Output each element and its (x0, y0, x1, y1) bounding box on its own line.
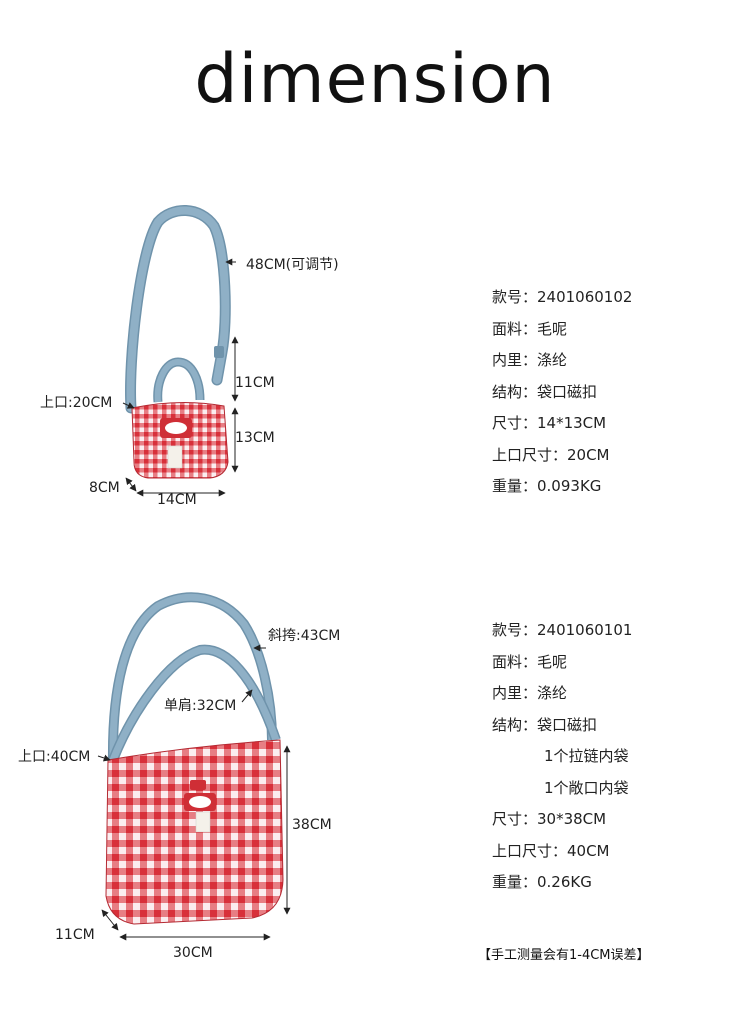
spec-item-open-pocket: 1个敞口内袋 (544, 778, 629, 797)
large-bag-crossbody-label: 斜挎:43CM (268, 628, 341, 644)
spec-item-lining: 内里：涤纶 (492, 351, 568, 369)
small-bag (125, 205, 231, 479)
measurement-error-note: 【手工测量会有1-4CM误差】 (478, 948, 650, 963)
small-bag-strap-length-label: 48CM(可调节) (246, 257, 339, 273)
spec-item-model: 款号：2401060102 (492, 288, 633, 306)
spec-item-size: 尺寸：30*38CM (492, 810, 607, 828)
small-bag-strap (125, 205, 231, 414)
large-bag-dimension-lines (97, 644, 291, 941)
spec-item-fabric: 面料：毛呢 (492, 319, 568, 338)
spec-item-structure: 结构：袋口磁扣 (492, 715, 598, 734)
small-bag-body (131, 401, 229, 479)
large-bag-top-opening-label: 上口:40CM (18, 749, 91, 765)
small-bag-width-label: 14CM (157, 492, 197, 508)
spec-item-fabric: 面料：毛呢 (492, 652, 568, 671)
large-bag-body (105, 739, 284, 925)
small-bag-handle-height-label: 11CM (235, 375, 275, 391)
small-bag-body-height-label: 13CM (235, 430, 275, 446)
spec-item-lining: 内里：涤纶 (492, 684, 568, 702)
page-title: dimension (194, 40, 556, 119)
spec-item-opening-size: 上口尺寸：40CM (492, 841, 610, 860)
large-bag-tag (190, 780, 206, 790)
spec-item-model: 款号：2401060101 (492, 621, 633, 639)
small-bag-top-opening-label: 上口:20CM (40, 395, 113, 411)
large-bag-depth-label: 11CM (55, 927, 95, 943)
large-bag-shoulder-label: 单肩:32CM (164, 698, 237, 714)
large-bag-width-label: 30CM (173, 945, 213, 961)
large-bag-height-label: 38CM (292, 817, 332, 833)
large-bag (105, 592, 284, 925)
spec-item-size: 尺寸：14*13CM (492, 414, 607, 432)
spec-item-zip-pocket: 1个拉链内袋 (544, 747, 629, 765)
small-bag-dimension-lines (122, 258, 239, 497)
small-bag-depth-label: 8CM (89, 480, 120, 496)
small-bag-spec-list: 款号：2401060102 面料：毛呢 内里：涤纶 结构：袋口磁扣 尺寸：14*… (492, 282, 632, 503)
spec-item-weight: 重量：0.093KG (492, 477, 602, 495)
spec-item-opening-size: 上口尺寸：20CM (492, 445, 610, 464)
large-bag-spec-list: 款号：2401060101 面料：毛呢 内里：涤纶 结构：袋口磁扣 1个拉链内袋… (492, 615, 632, 899)
spec-item-weight: 重量：0.26KG (492, 873, 592, 891)
spec-item-structure: 结构：袋口磁扣 (492, 382, 598, 401)
